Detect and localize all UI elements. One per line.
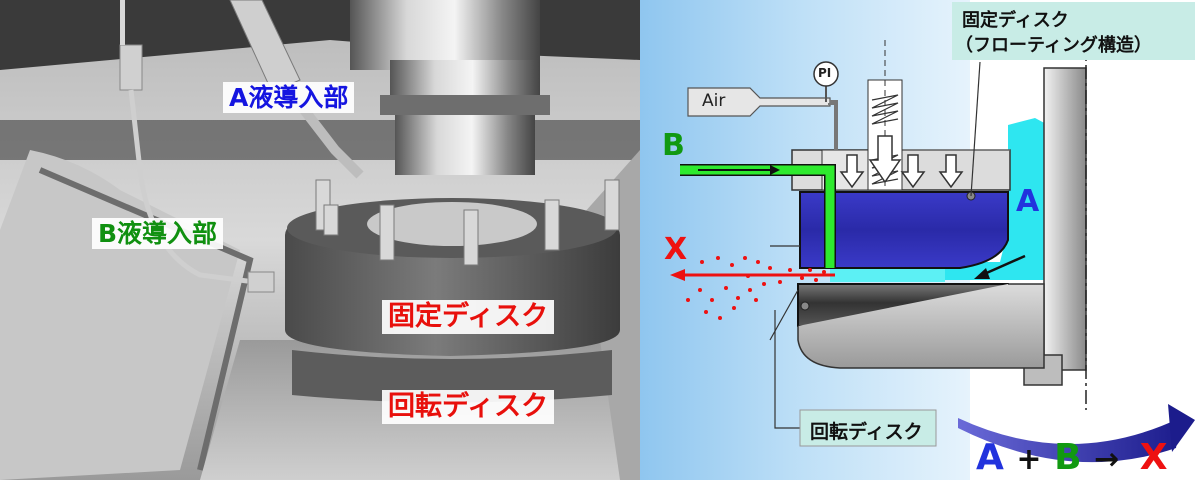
b-liquid-inlet-label: B液導入部 xyxy=(92,218,224,250)
rotating-disk-callout: 回転ディスク xyxy=(810,421,923,443)
reaction-equation: A + B → X xyxy=(976,436,1168,482)
output-x-label: X xyxy=(664,232,688,267)
rotating-disk-label: 回転ディスク xyxy=(382,390,555,424)
equation-a: A xyxy=(976,437,1004,478)
pi-gauge-label: PI xyxy=(818,66,832,80)
equation-arrow: → xyxy=(1094,442,1120,477)
equipment-photo: A液導入部 B液導入部 固定ディスク 回転ディスク xyxy=(0,0,640,480)
fixed-disk-callout-line1: 固定ディスク xyxy=(962,10,1069,31)
input-a-label: A xyxy=(1016,184,1040,219)
equation-x: X xyxy=(1139,437,1168,478)
photo-illustration xyxy=(0,0,640,480)
fixed-disk-label: 固定ディスク xyxy=(382,300,555,334)
air-label: Air xyxy=(702,91,726,111)
fixed-disk-callout-line2: （フローティング構造） xyxy=(955,35,1152,56)
equation-plus: + xyxy=(1016,442,1042,477)
a-liquid-inlet-label: A液導入部 xyxy=(223,82,355,114)
schematic-diagram: 固定ディスク （フローティング構造） Air PI B A X 回転ディスク A… xyxy=(640,0,1195,480)
schematic-drawing xyxy=(640,0,1195,480)
equation-b: B xyxy=(1054,437,1082,478)
input-b-label: B xyxy=(662,128,685,163)
